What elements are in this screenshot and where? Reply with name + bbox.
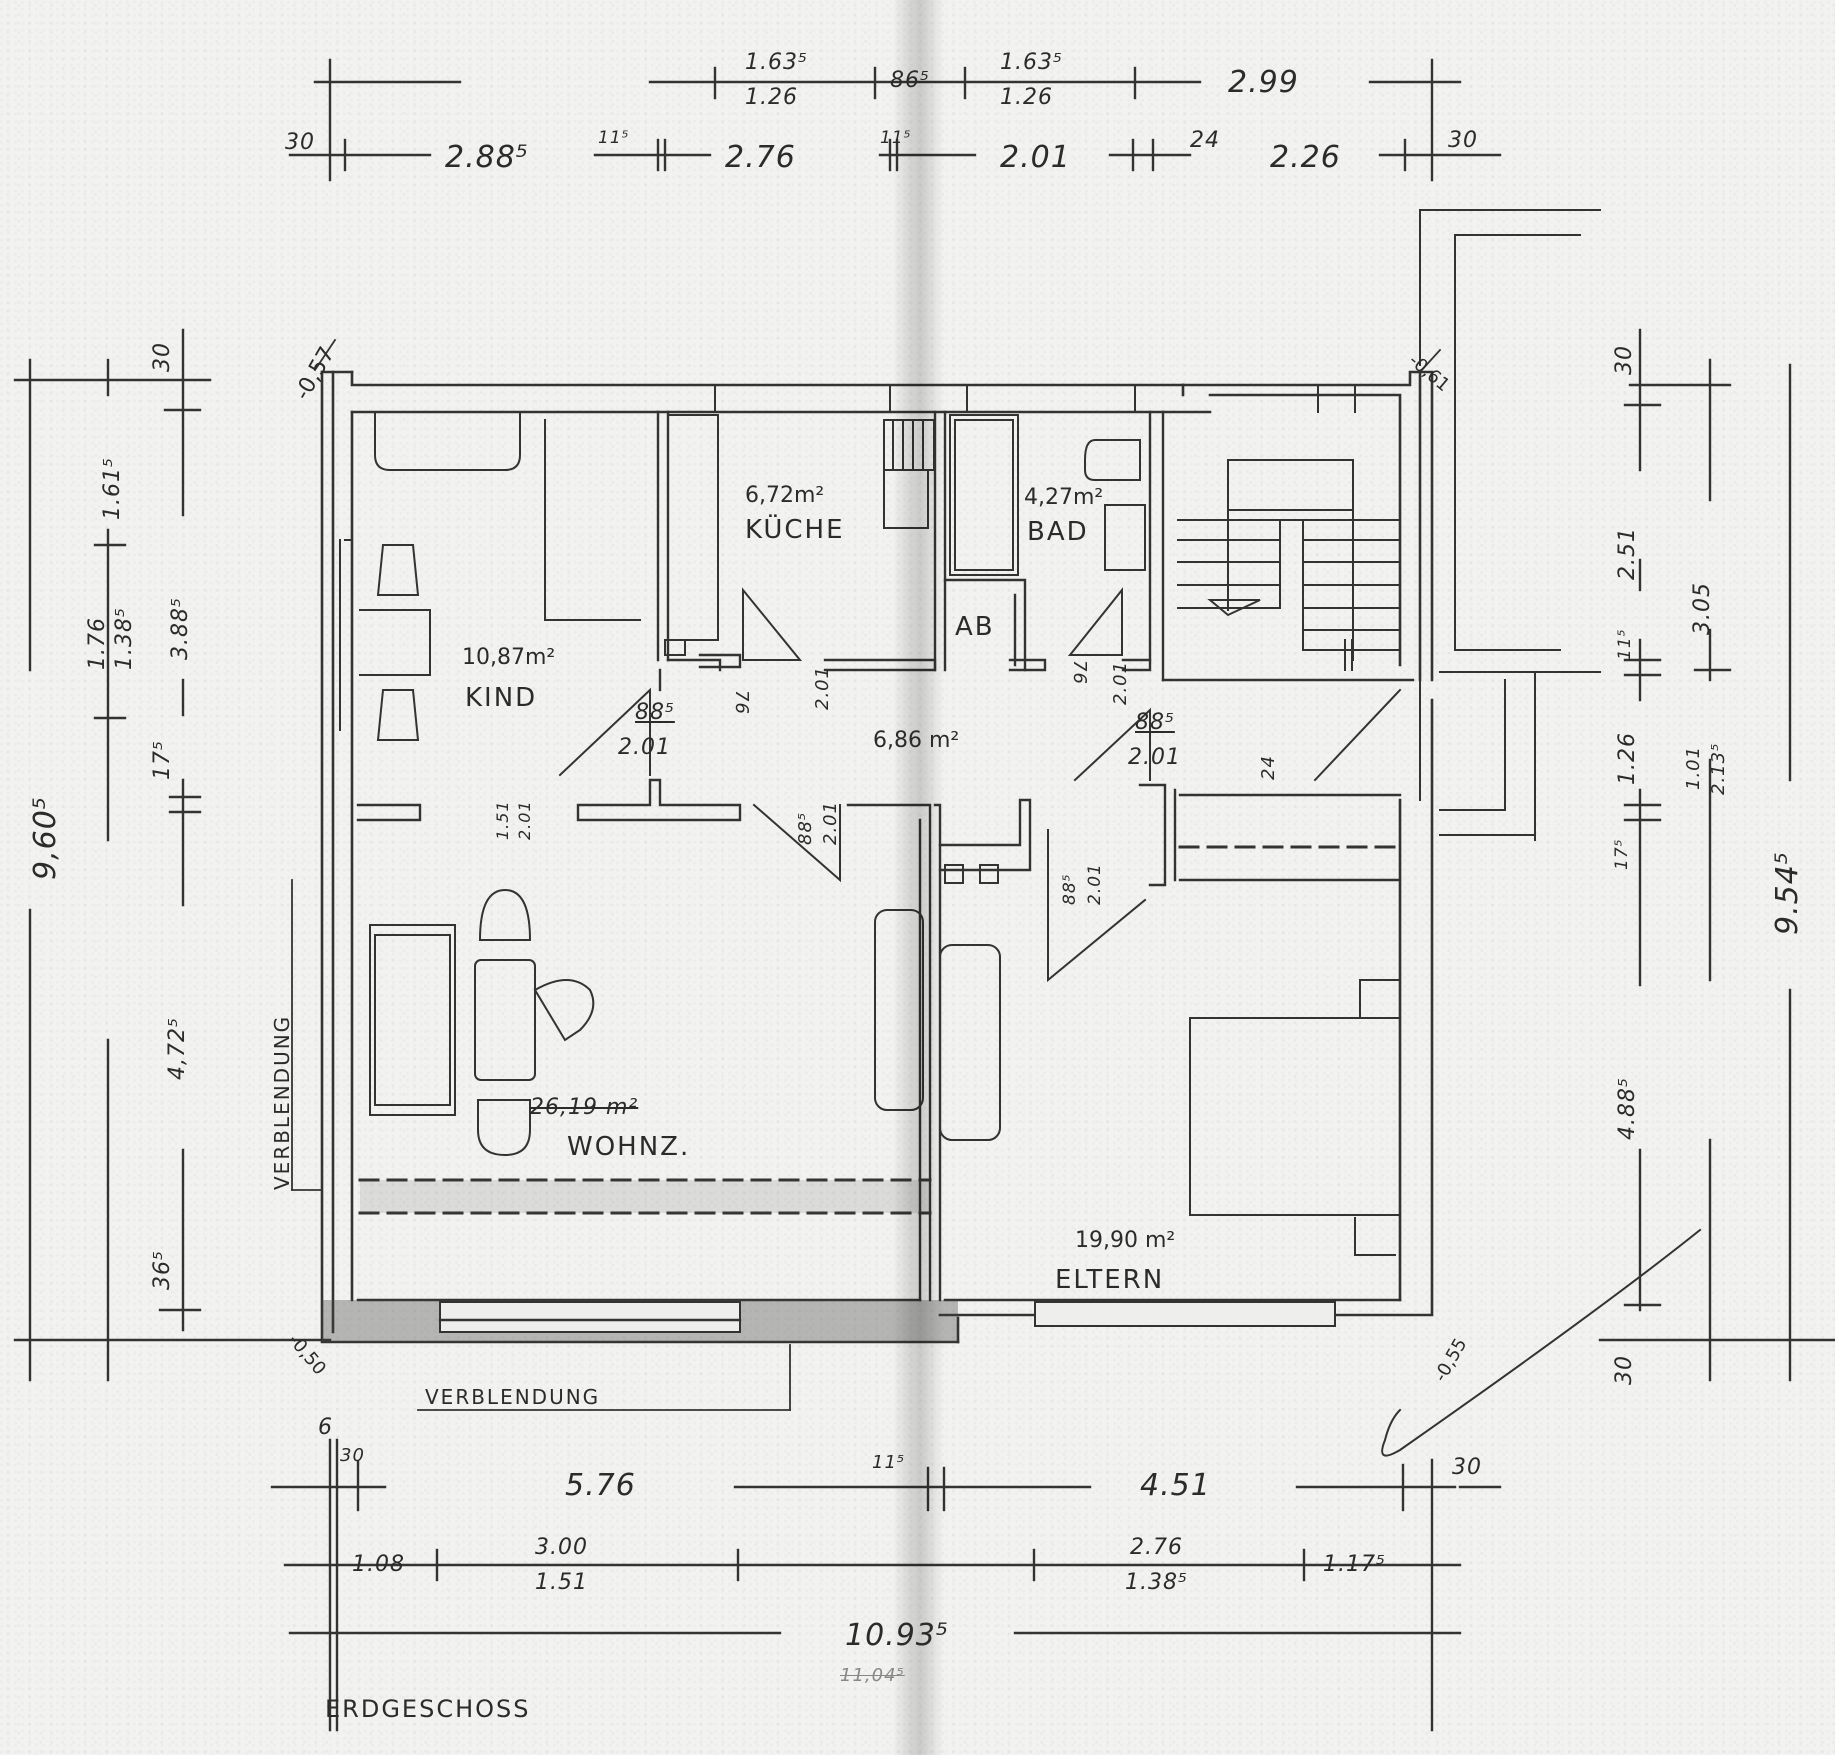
dim-top-window2-top: 1.63⁵: [1000, 50, 1063, 75]
dim-top-window2-bottom: 1.26: [1000, 85, 1053, 110]
dim-top-wall-left: 30: [285, 130, 315, 155]
dim-left-total: 9,60⁵: [28, 796, 63, 880]
door-stair-height: 2.01: [1128, 745, 1181, 770]
top-dimension-lines: [288, 58, 1502, 182]
door-bad-height: 2.01: [1110, 660, 1131, 705]
dim-top-pier: 86⁵: [890, 68, 930, 93]
room-label-wohnz: WOHNZ.: [567, 1132, 691, 1162]
dim-top-right: 2.99: [1228, 65, 1299, 100]
room-area-kueche: 6,72m²: [745, 483, 825, 508]
dim-top-seg4: 2.26: [1270, 140, 1341, 175]
dim-right-mid-seg1: 3.05: [1690, 582, 1715, 635]
dim-top-seg2: 2.76: [725, 140, 796, 175]
door-eltern-height: 2.01: [1085, 863, 1105, 905]
dim-top-wall-right: 30: [1448, 128, 1478, 153]
dim-stair-step: 24: [1258, 755, 1279, 780]
dim-bottom-wall-left: 30: [340, 1445, 365, 1466]
dim-bottom-total: 10.93⁵: [845, 1618, 949, 1653]
room-label-eltern: ELTERN: [1055, 1265, 1165, 1295]
dim-bottom-w1: 11⁵: [872, 1452, 906, 1473]
dim-right-inner-seg2: 1.26: [1615, 732, 1640, 785]
dim-bottom-total-crossed: 11,04⁵: [840, 1665, 905, 1686]
dim-right-inner-w2: 17⁵: [1612, 838, 1632, 870]
door-wohnz2-height: 2.01: [820, 800, 841, 845]
dim-left-wall-bottom: 36⁵: [150, 1250, 175, 1290]
dim-bottom-wall-right: 30: [1452, 1455, 1482, 1480]
left-dimension-lines: [13, 328, 332, 1382]
door-bad-width: 76: [1069, 660, 1090, 685]
dim-left-window-bottom: 1.38⁵: [112, 607, 137, 670]
dim-top-window1-top: 1.63⁵: [745, 50, 808, 75]
dim-left-inner-w1: 17⁵: [150, 740, 175, 780]
dim-left-window-top: 1.76: [85, 617, 110, 670]
room-label-bad: BAD: [1027, 517, 1089, 547]
room-area-wohnz: 26,19 m²: [530, 1095, 639, 1120]
door-wohnz2-width: 88⁵: [795, 811, 816, 845]
bottom-dimension-lines: [270, 1438, 1502, 1732]
dim-top-window1-bottom: 1.26: [745, 85, 798, 110]
dim-right-total: 9.54⁵: [1770, 851, 1805, 935]
note-verblendung-bottom: VERBLENDUNG: [425, 1385, 601, 1409]
room-area-flur: 6,86 m²: [873, 728, 960, 753]
dim-bottom-window1-top: 3.00: [535, 1535, 588, 1560]
dim-left-inner-seg1: 3.88⁵: [168, 597, 193, 660]
note-verblendung-left: VERBLENDUNG: [270, 1014, 294, 1190]
left-window: [339, 539, 353, 731]
top-windows: [714, 384, 1356, 413]
dashed-beams: [358, 845, 1402, 1215]
dim-right-wall-bottom: 30: [1612, 1355, 1637, 1385]
room-label-ab: AB: [955, 612, 995, 642]
dim-top-w3: 24: [1190, 128, 1220, 153]
room-area-kind: 10,87m²: [462, 645, 556, 670]
door-swings: [558, 587, 1151, 983]
dim-bottom-window2-top: 2.76: [1130, 1535, 1183, 1560]
staircase: [1177, 459, 1402, 782]
dim-right-window-bottom: 2.13⁵: [1708, 742, 1729, 795]
entrance-outline: [1419, 209, 1601, 841]
dim-bottom-seg1: 5.76: [565, 1468, 636, 1503]
door-wohnz-width: 1.51: [493, 800, 512, 840]
room-label-kind: KIND: [465, 683, 538, 713]
dim-left-wall-top: 30: [150, 342, 175, 372]
dim-bottom-row2-right: 1.17⁵: [1323, 1552, 1386, 1577]
dim-left-inner-seg2: 4,72⁵: [165, 1017, 190, 1080]
door-eltern-width: 88⁵: [1060, 873, 1080, 905]
door-kind-width: 88⁵: [635, 700, 675, 725]
exterior-walls: [320, 370, 1434, 1344]
room-area-eltern: 19,90 m²: [1075, 1228, 1176, 1253]
door-wohnz-height: 2.01: [515, 800, 534, 840]
room-area-bad: 4,27m²: [1024, 485, 1104, 510]
dim-top-w1: 11⁵: [598, 128, 630, 148]
furniture: [359, 411, 1401, 1256]
floor-title: ERDGESCHOSS: [325, 1695, 531, 1723]
door-kueche-width: 76: [731, 690, 752, 715]
dim-right-inner-seg3: 4.88⁵: [1615, 1077, 1640, 1140]
dim-right-wall-top: 30: [1612, 345, 1637, 375]
dim-bottom-row2-seg1: 1.08: [352, 1552, 405, 1577]
right-dimension-lines: [1598, 328, 1835, 1382]
dim-left-mid-seg1: 1.61⁵: [100, 457, 125, 520]
dim-top-w2: 11⁵: [880, 128, 912, 148]
interior-walls: [356, 410, 1415, 1302]
dim-top-seg3: 2.01: [1000, 140, 1071, 175]
paper-fold-shadow: [892, 0, 944, 1755]
dim-bottom-offset: 6: [318, 1415, 333, 1440]
dim-right-inner-w1: 11⁵: [1615, 628, 1635, 660]
dim-bottom-seg2: 4.51: [1140, 1468, 1211, 1503]
dim-bottom-window1-bottom: 1.51: [535, 1570, 588, 1595]
dim-right-inner-seg1: 2.51: [1615, 527, 1640, 580]
dim-top-seg1: 2.88⁵: [445, 140, 529, 175]
door-kind-height: 2.01: [618, 735, 671, 760]
room-label-kueche: KÜCHE: [745, 515, 845, 545]
dim-right-window-top: 1.01: [1683, 745, 1704, 790]
door-stair-width: 88⁵: [1135, 710, 1175, 735]
door-kueche-height: 2.01: [812, 665, 833, 710]
dim-bottom-window2-bottom: 1.38⁵: [1125, 1570, 1188, 1595]
